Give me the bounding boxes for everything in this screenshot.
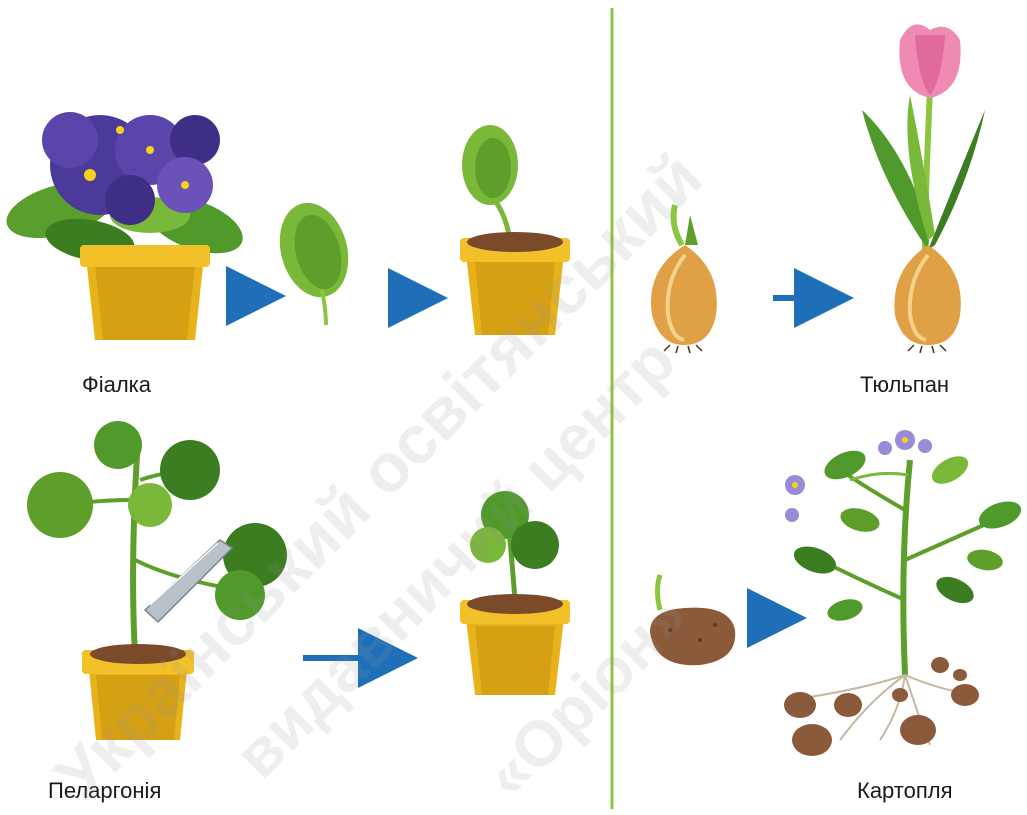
violet-leaf-cutting-image — [270, 195, 359, 325]
pelargonium-cutting-image — [460, 491, 570, 695]
potato-label: Картопля — [857, 778, 953, 804]
potato-tuber-image — [650, 575, 735, 665]
tulip-bulb-image — [651, 205, 717, 353]
pelargonium-label: Пеларгонія — [48, 778, 161, 804]
tulip-flower-image — [862, 24, 985, 353]
violet-rooted-leaf-image — [460, 125, 570, 335]
violet-plant-image — [0, 112, 250, 340]
violet-label: Фіалка — [82, 372, 151, 398]
tulip-label: Тюльпан — [860, 372, 949, 398]
pelargonium-plant-image — [27, 421, 287, 740]
potato-plant-image — [784, 430, 1025, 756]
